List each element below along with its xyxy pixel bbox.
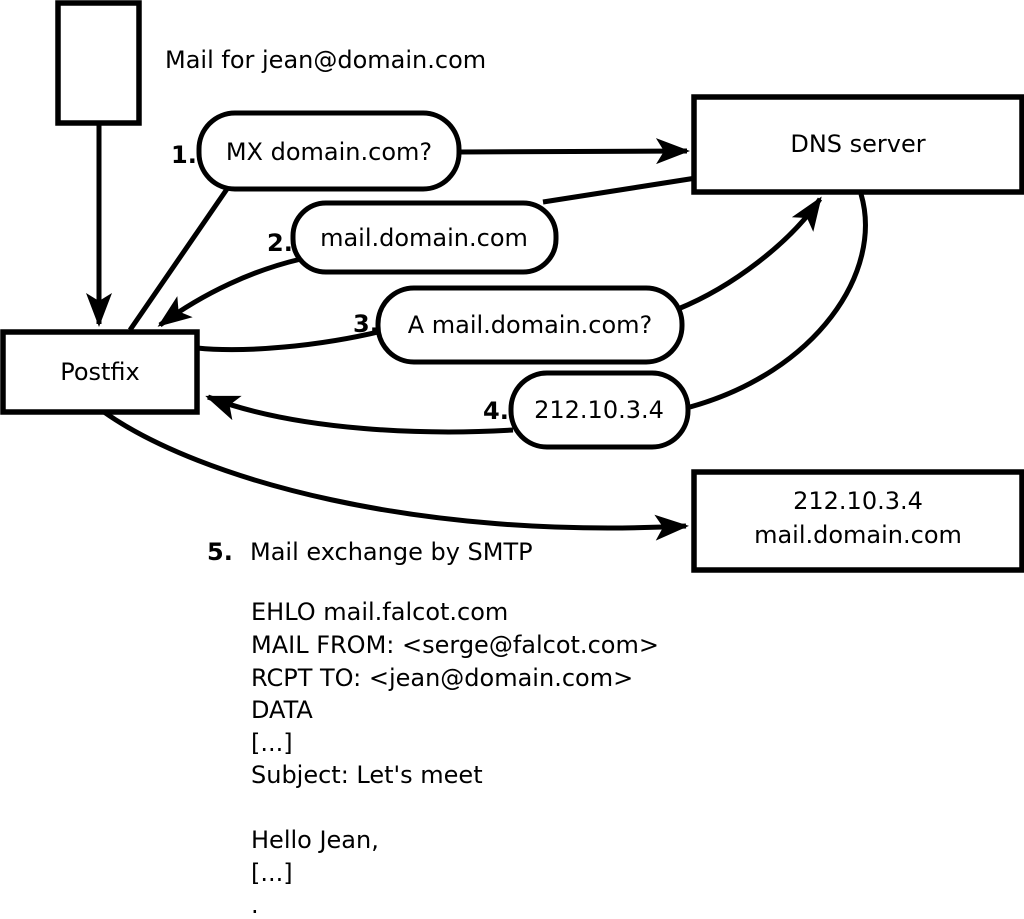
bubble-mx-answer: [290, 200, 559, 275]
line-postfix-to-a-query: [196, 328, 383, 353]
bubble-a-answer: [508, 370, 691, 450]
smtp-line: Hello Jean,: [251, 826, 379, 854]
smtp-line: RCPT TO: <jean@domain.com>: [251, 664, 633, 692]
bubble-mx-query-label: MX domain.com?: [226, 138, 432, 166]
smtp-line: EHLO mail.falcot.com: [251, 598, 508, 626]
step-number-1: 1.: [171, 141, 197, 169]
diagram-title: Mail for jean@domain.com: [165, 46, 486, 74]
step-number-2: 2.: [267, 229, 293, 257]
smtp-line: MAIL FROM: <serge@falcot.com>: [251, 631, 659, 659]
line-dns-to-mx-answer: [542, 175, 697, 205]
mail-server-node: [691, 469, 1024, 573]
step-number-5: 5.: [207, 538, 233, 566]
smtp-line: Subject: Let's meet: [251, 761, 483, 789]
smtp-transcript: EHLO mail.falcot.com MAIL FROM: <serge@f…: [251, 598, 659, 919]
arrow-mx-answer-to-postfix: [157, 256, 302, 328]
line-postfix-to-mx-query: [127, 187, 230, 332]
bubble-a-query-label: A mail.domain.com?: [408, 311, 653, 339]
mail-server-ip-label: 212.10.3.4: [793, 487, 923, 515]
bubble-a-query: [375, 285, 685, 365]
line-dns-to-a-answer: [689, 193, 868, 410]
postfix-node: [0, 329, 200, 415]
smtp-line: DATA: [251, 696, 313, 724]
arrow-a-answer-to-postfix: [205, 394, 514, 435]
smtp-line: [...]: [251, 859, 293, 887]
smtp-line: .: [251, 891, 259, 919]
postfix-label: Postfix: [60, 358, 140, 386]
step-number-4: 4.: [483, 397, 509, 425]
dns-server-label: DNS server: [790, 130, 925, 158]
bubble-mx-answer-label: mail.domain.com: [320, 224, 528, 252]
smtp-line: [...]: [251, 729, 293, 757]
mail-server-host-label: mail.domain.com: [754, 521, 962, 549]
step-number-3: 3.: [353, 310, 379, 338]
bubble-mx-query: [196, 110, 462, 192]
step-5-caption: Mail exchange by SMTP: [250, 538, 533, 566]
bubble-a-answer-label: 212.10.3.4: [534, 396, 664, 424]
mail-message-box: [55, 0, 142, 126]
dns-server-node: [691, 94, 1024, 195]
arrow-a-query-to-dns: [677, 196, 823, 312]
arrow-mx-query-to-dns: [458, 138, 690, 165]
arrow-postfix-to-mailserver-smtp: [102, 409, 689, 541]
